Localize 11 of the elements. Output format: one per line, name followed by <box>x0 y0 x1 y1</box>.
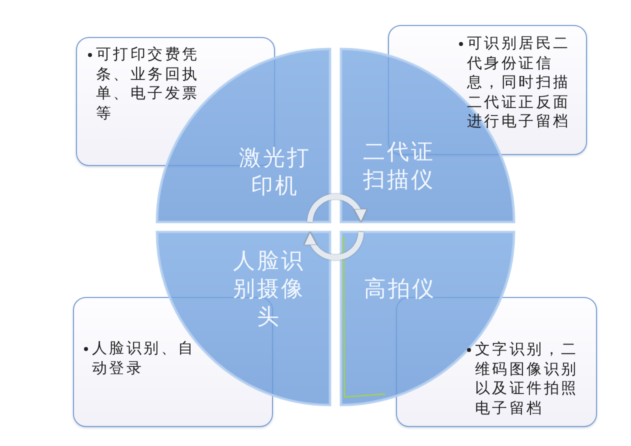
quadrant-label: 二代证扫描仪 <box>362 139 436 195</box>
description-text: 人脸识别、自动登录 <box>92 339 196 378</box>
quadrant-segment <box>157 232 330 405</box>
cycle-arrow <box>304 232 364 260</box>
cycle-arrow <box>307 194 368 222</box>
quadrant-label: 高拍仪 <box>363 276 437 304</box>
description-text: 文字识别，二维码图像识别以及证件拍照电子留档 <box>475 340 580 418</box>
description-text: 可打印交费凭条、业务回执单、电子发票等 <box>96 45 200 123</box>
quadrant-label: 人脸识别摄像头 <box>232 248 306 332</box>
description-text: 可识别居民二代身份证信息，同时扫描二代证正反面进行电子留档 <box>467 34 572 132</box>
quadrant-label: 激光打印机 <box>238 145 312 201</box>
